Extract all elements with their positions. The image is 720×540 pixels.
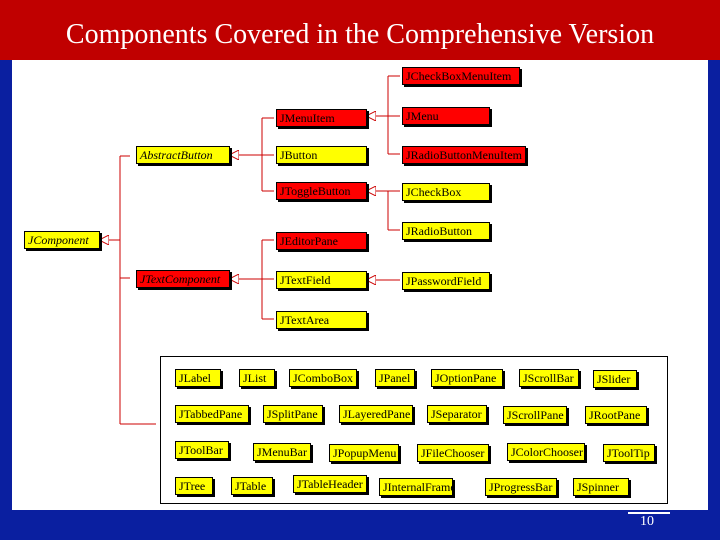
bottom-bar — [0, 510, 720, 540]
class-box-jprogressbar: JProgressBar — [485, 478, 557, 496]
class-box-jradiobuttonmenuitem: JRadioButtonMenuItem — [402, 146, 526, 164]
class-box-jcheckboxmenuitem: JCheckBoxMenuItem — [402, 67, 520, 85]
class-box-jmenubar: JMenuBar — [253, 443, 311, 461]
page-number: 10 — [640, 514, 654, 529]
class-box-abstractbutton: AbstractButton — [136, 146, 230, 164]
class-box-jmenuitem: JMenuItem — [276, 109, 367, 127]
class-box-joptionpane: JOptionPane — [431, 369, 503, 387]
class-box-jeditorpane: JEditorPane — [276, 232, 367, 250]
right-frame — [708, 60, 720, 510]
class-box-jsplitpane: JSplitPane — [263, 405, 323, 423]
class-box-jspinner: JSpinner — [573, 478, 629, 496]
class-box-jlist: JList — [239, 369, 275, 387]
class-box-jrootpane: JRootPane — [585, 406, 647, 424]
class-box-jpasswordfield: JPasswordField — [402, 272, 490, 290]
class-box-jtableheader: JTableHeader — [293, 475, 367, 493]
class-box-jtabbedpane: JTabbedPane — [175, 405, 249, 423]
class-box-jfilechooser: JFileChooser — [417, 444, 489, 462]
class-box-jradiobutton: JRadioButton — [402, 222, 490, 240]
class-box-jcheckbox: JCheckBox — [402, 183, 490, 201]
class-box-jslider: JSlider — [593, 370, 637, 388]
slide-title: Components Covered in the Comprehensive … — [65, 19, 655, 50]
class-box-jinternalframe: JInternalFrame — [379, 478, 453, 496]
class-box-jlayeredpane: JLayeredPane — [339, 405, 413, 423]
class-box-jtable: JTable — [231, 477, 273, 495]
class-box-jtogglebutton: JToggleButton — [276, 182, 367, 200]
title-bar — [0, 0, 720, 60]
class-box-jmenu: JMenu — [402, 107, 490, 125]
left-frame — [0, 60, 12, 510]
class-box-jtextcomponent: JTextComponent — [136, 270, 230, 288]
class-box-jtooltip: JToolTip — [603, 444, 655, 462]
class-box-jpopupmenu: JPopupMenu — [329, 444, 399, 462]
other-components-panel: JLabel JList JComboBox JPanel JOptionPan… — [160, 356, 668, 504]
class-box-jtextfield: JTextField — [276, 271, 367, 289]
class-box-jcomponent: JComponent — [24, 231, 100, 249]
class-box-jtree: JTree — [175, 477, 213, 495]
class-box-jtextarea: JTextArea — [276, 311, 367, 329]
class-box-jseparator: JSeparator — [427, 405, 487, 423]
class-box-jcombobox: JComboBox — [289, 369, 357, 387]
class-box-jcolorchooser: JColorChooser — [507, 443, 585, 461]
class-box-jscrollbar: JScrollBar — [519, 369, 579, 387]
class-box-jtoolbar: JToolBar — [175, 441, 229, 459]
page-number-rule — [628, 512, 670, 514]
class-box-jlabel: JLabel — [175, 369, 221, 387]
class-box-jbutton: JButton — [276, 146, 367, 164]
class-box-jscrollpane: JScrollPane — [503, 406, 567, 424]
class-box-jpanel: JPanel — [375, 369, 415, 387]
